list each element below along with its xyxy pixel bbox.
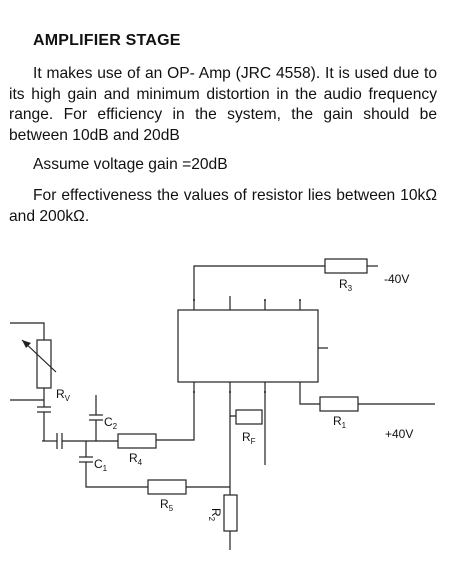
paragraph-resistor: For effectiveness the values of resistor…	[9, 186, 437, 227]
label-c1: C1	[94, 457, 108, 473]
paragraph-resistor-text: For effectiveness the values of resistor…	[9, 187, 437, 225]
resistor-rv	[36, 339, 52, 389]
label-r2: R2	[207, 508, 223, 522]
label-rf: RF	[242, 430, 256, 446]
label-r4: R4	[129, 451, 143, 467]
label-rv: RV	[56, 387, 71, 403]
paragraph-opamp-text: It makes use of an OP- Amp (JRC 4558). I…	[9, 65, 437, 144]
resistor-r5	[147, 479, 187, 495]
resistor-r3	[324, 258, 368, 274]
paragraph-gain-text: Assume voltage gain =20dB	[33, 156, 228, 173]
paragraph-opamp: It makes use of an OP- Amp (JRC 4558). I…	[9, 64, 437, 146]
label-r5: R5	[160, 497, 174, 513]
resistor-r1	[319, 396, 359, 412]
label-c2: C2	[104, 415, 118, 431]
resistor-r2	[223, 494, 238, 532]
label-r1: R1	[333, 414, 347, 430]
resistor-r4	[117, 433, 157, 449]
opamp-ic	[177, 309, 319, 383]
label-r3: R3	[339, 277, 353, 293]
label-pos-supply: +40V	[385, 427, 413, 441]
label-neg-supply: -40V	[384, 272, 409, 286]
resistor-rf	[235, 409, 263, 425]
paragraph-gain: Assume voltage gain =20dB	[9, 155, 437, 176]
section-heading: AMPLIFIER STAGE	[33, 32, 181, 49]
